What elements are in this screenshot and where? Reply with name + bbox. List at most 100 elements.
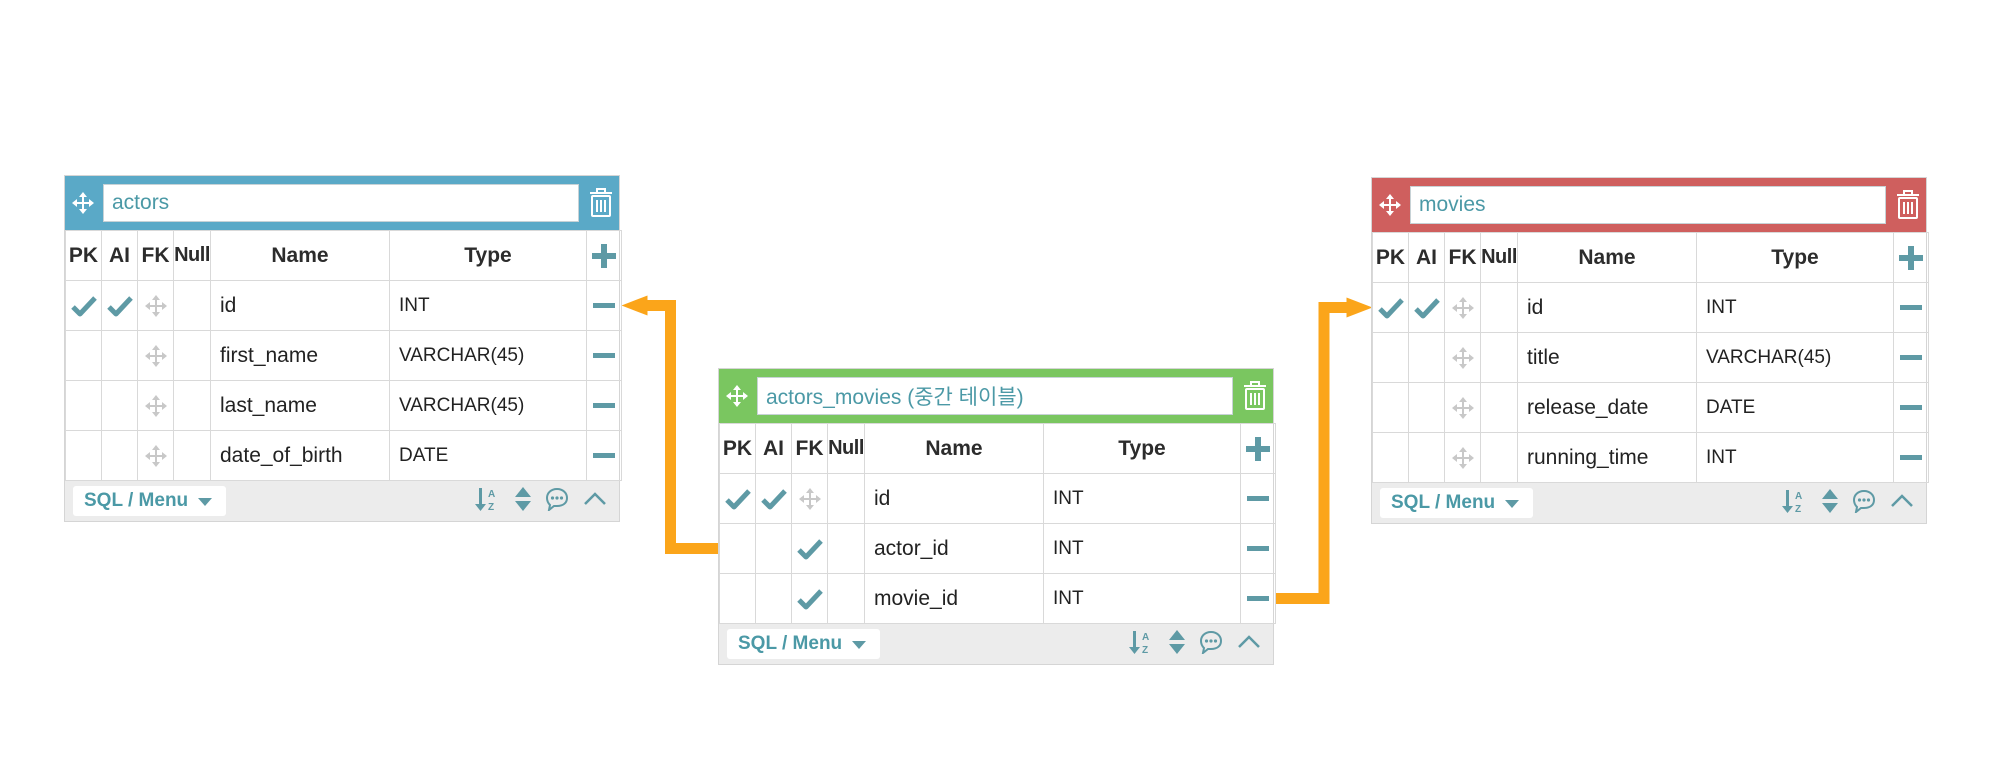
table-card-actors-movies[interactable]: PK AI FK Null Name Type id INT (718, 368, 1276, 665)
null-cell[interactable] (173, 430, 211, 481)
table-card-actors[interactable]: PK AI FK Null Name Type id INT (64, 175, 622, 522)
column-name[interactable]: id (1517, 282, 1697, 333)
column-type[interactable]: VARCHAR(45) (389, 330, 587, 381)
move-arrows-icon[interactable] (137, 380, 174, 431)
pk-cell[interactable] (65, 330, 102, 381)
minus-icon[interactable] (1240, 523, 1276, 574)
trash-icon[interactable] (1890, 178, 1926, 232)
plus-icon[interactable] (1240, 423, 1276, 474)
column-type[interactable]: VARCHAR(45) (1696, 332, 1894, 383)
column-type[interactable]: INT (1043, 523, 1241, 574)
minus-icon[interactable] (1893, 382, 1929, 433)
comment-icon[interactable] (1199, 630, 1223, 659)
column-name[interactable]: date_of_birth (210, 430, 390, 481)
ai-cell[interactable] (1408, 432, 1445, 483)
check-icon[interactable] (101, 280, 138, 331)
move-arrows-icon[interactable] (1444, 432, 1481, 483)
check-icon[interactable] (65, 280, 102, 331)
column-type[interactable]: INT (1696, 282, 1894, 333)
null-cell[interactable] (1480, 332, 1518, 383)
comment-icon[interactable] (545, 487, 569, 516)
null-cell[interactable] (827, 573, 865, 624)
pk-cell[interactable] (719, 523, 756, 574)
relation-line[interactable] (645, 300, 720, 554)
move-arrows-icon[interactable] (1444, 332, 1481, 383)
null-cell[interactable] (173, 380, 211, 431)
check-icon[interactable] (791, 573, 828, 624)
ai-cell[interactable] (755, 523, 792, 574)
table-name-input[interactable] (757, 377, 1233, 415)
table-card-movies[interactable]: PK AI FK Null Name Type id INT (1371, 177, 1929, 524)
trash-icon[interactable] (583, 176, 619, 230)
column-type[interactable]: INT (389, 280, 587, 331)
check-icon[interactable] (755, 473, 792, 524)
comment-icon[interactable] (1852, 489, 1876, 518)
null-cell[interactable] (173, 280, 211, 331)
sql-menu-button[interactable]: SQL / Menu (73, 486, 227, 516)
column-type[interactable]: DATE (389, 430, 587, 481)
null-cell[interactable] (1480, 282, 1518, 333)
minus-icon[interactable] (1893, 432, 1929, 483)
check-icon[interactable] (1408, 282, 1445, 333)
ai-cell[interactable] (1408, 382, 1445, 433)
up-down-caret-icon[interactable] (1822, 488, 1838, 518)
move-arrows-icon[interactable] (1444, 382, 1481, 433)
minus-icon[interactable] (586, 430, 622, 481)
minus-icon[interactable] (1240, 573, 1276, 624)
column-name[interactable]: actor_id (864, 523, 1044, 574)
pk-cell[interactable] (1372, 432, 1409, 483)
pk-cell[interactable] (1372, 332, 1409, 383)
table-name-input[interactable] (1410, 186, 1886, 224)
move-arrows-icon[interactable] (137, 430, 174, 481)
null-cell[interactable] (1480, 432, 1518, 483)
move-arrows-icon[interactable] (137, 330, 174, 381)
null-cell[interactable] (173, 330, 211, 381)
up-down-caret-icon[interactable] (1169, 629, 1185, 659)
move-arrows-icon[interactable] (65, 176, 101, 230)
pk-cell[interactable] (719, 573, 756, 624)
move-arrows-icon[interactable] (791, 473, 828, 524)
sql-menu-button[interactable]: SQL / Menu (727, 629, 881, 659)
column-type[interactable]: DATE (1696, 382, 1894, 433)
check-icon[interactable] (791, 523, 828, 574)
chevron-up-icon[interactable] (1890, 493, 1914, 513)
ai-cell[interactable] (101, 430, 138, 481)
column-name[interactable]: movie_id (864, 573, 1044, 624)
minus-icon[interactable] (586, 330, 622, 381)
plus-icon[interactable] (1893, 232, 1929, 283)
column-name[interactable]: first_name (210, 330, 390, 381)
table-name-input[interactable] (103, 184, 579, 222)
column-name[interactable]: running_time (1517, 432, 1697, 483)
move-arrows-icon[interactable] (1372, 178, 1408, 232)
pk-cell[interactable] (1372, 382, 1409, 433)
pk-cell[interactable] (65, 380, 102, 431)
move-arrows-icon[interactable] (719, 369, 755, 423)
column-name[interactable]: title (1517, 332, 1697, 383)
check-icon[interactable] (719, 473, 756, 524)
ai-cell[interactable] (101, 330, 138, 381)
move-arrows-icon[interactable] (1444, 282, 1481, 333)
column-name[interactable]: release_date (1517, 382, 1697, 433)
minus-icon[interactable] (1893, 282, 1929, 333)
null-cell[interactable] (1480, 382, 1518, 433)
pk-cell[interactable] (65, 430, 102, 481)
minus-icon[interactable] (586, 380, 622, 431)
column-name[interactable]: last_name (210, 380, 390, 431)
null-cell[interactable] (827, 523, 865, 574)
move-arrows-icon[interactable] (137, 280, 174, 331)
minus-icon[interactable] (1240, 473, 1276, 524)
minus-icon[interactable] (586, 280, 622, 331)
column-type[interactable]: INT (1043, 573, 1241, 624)
sql-menu-button[interactable]: SQL / Menu (1380, 488, 1534, 518)
null-cell[interactable] (827, 473, 865, 524)
chevron-up-icon[interactable] (1237, 634, 1261, 654)
column-type[interactable]: INT (1696, 432, 1894, 483)
column-type[interactable]: VARCHAR(45) (389, 380, 587, 431)
ai-cell[interactable] (101, 380, 138, 431)
column-name[interactable]: id (864, 473, 1044, 524)
trash-icon[interactable] (1237, 369, 1273, 423)
ai-cell[interactable] (755, 573, 792, 624)
chevron-up-icon[interactable] (583, 491, 607, 511)
